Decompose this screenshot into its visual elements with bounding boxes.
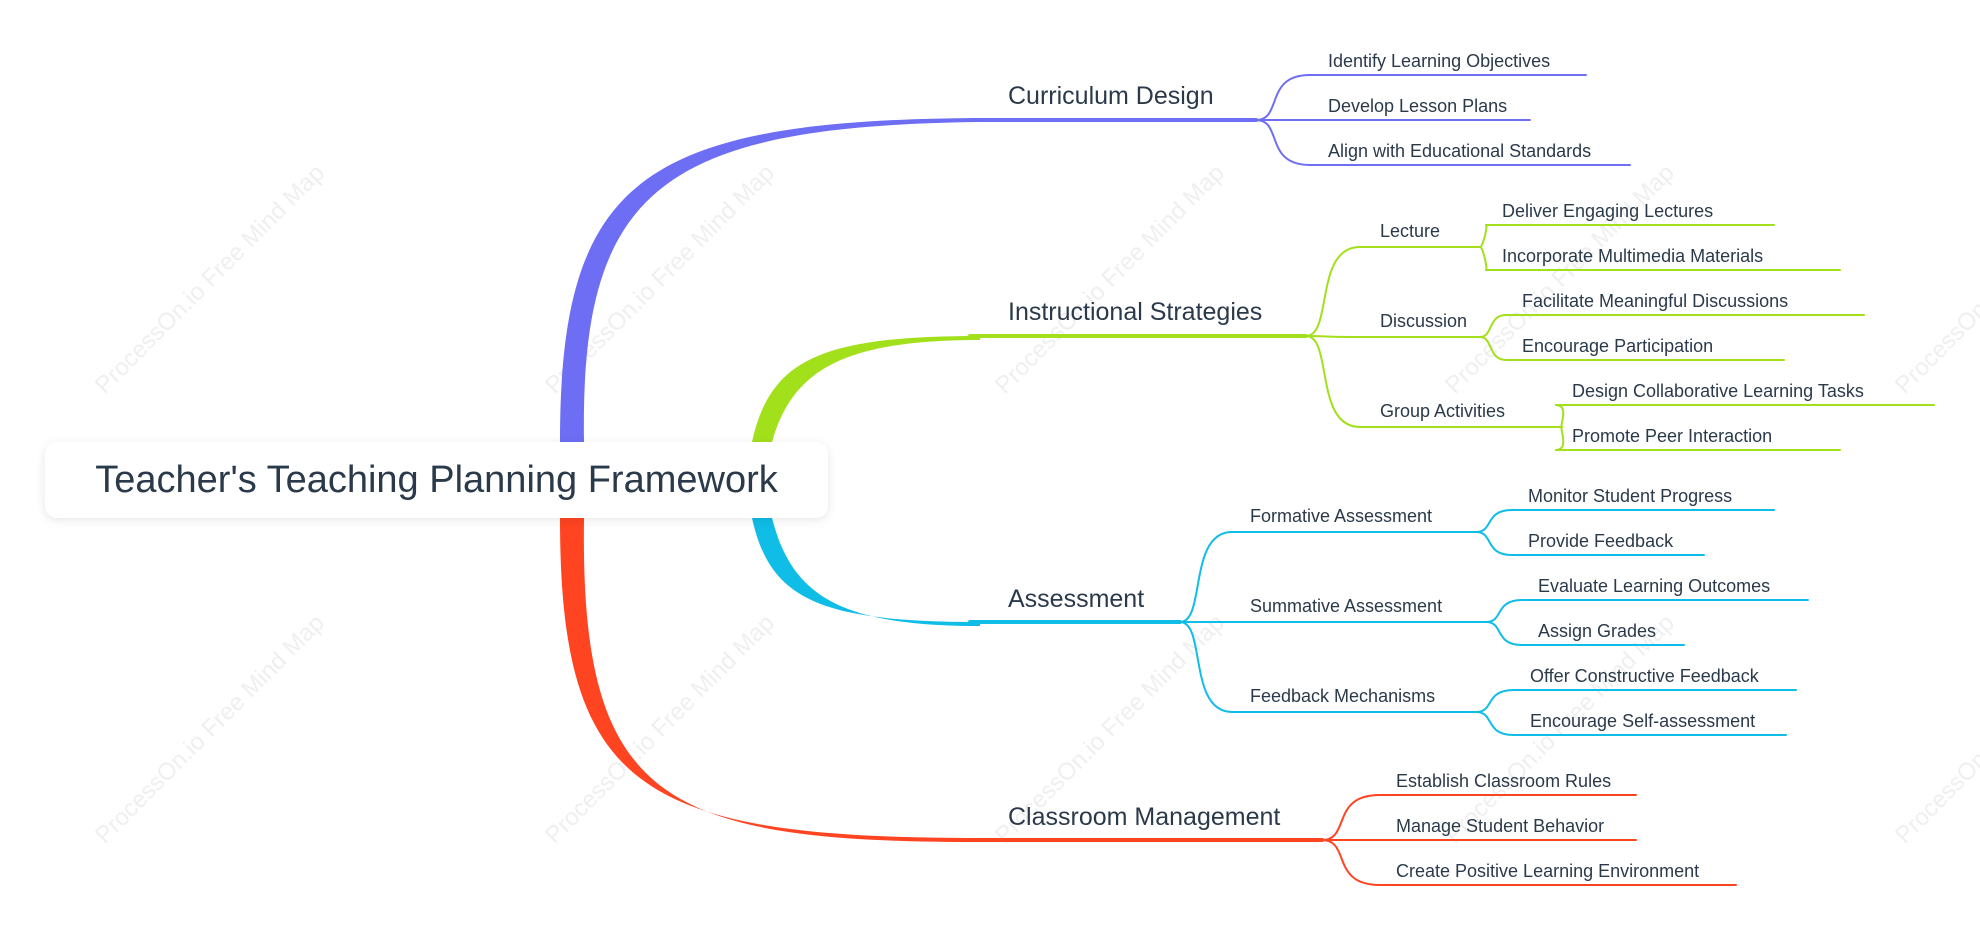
branch-topic[interactable]: Assessment	[1008, 585, 1144, 613]
leaf-connector	[1479, 336, 1507, 361]
leaf-topic[interactable]: Design Collaborative Learning Tasks	[1572, 381, 1864, 401]
leaf-connector	[1475, 531, 1513, 556]
subtopic[interactable]: Feedback Mechanisms	[1250, 686, 1435, 706]
branch-topic[interactable]: Curriculum Design	[1008, 82, 1214, 110]
leaf-connector	[1475, 711, 1515, 736]
leaf-topic[interactable]: Establish Classroom Rules	[1396, 771, 1611, 791]
leaf-connector	[1485, 599, 1523, 623]
leaf-topic[interactable]: Evaluate Learning Outcomes	[1538, 576, 1770, 596]
leaf-connector	[1321, 839, 1381, 886]
leaf-topic[interactable]: Develop Lesson Plans	[1328, 96, 1507, 116]
leaf-topic[interactable]: Encourage Participation	[1522, 336, 1713, 356]
root-topic[interactable]: Teacher's Teaching Planning Framework	[45, 442, 828, 518]
leaf-connector	[1475, 509, 1513, 533]
leaf-connector	[1479, 224, 1488, 248]
branch-connector-management	[560, 518, 980, 842]
subtopic[interactable]: Group Activities	[1380, 401, 1505, 421]
leaf-connector	[1485, 621, 1523, 646]
leaf-connector	[1555, 404, 1565, 428]
leaf-connector	[1479, 246, 1488, 271]
leaf-topic[interactable]: Create Positive Learning Environment	[1396, 861, 1699, 881]
subtopic[interactable]: Summative Assessment	[1250, 596, 1442, 616]
leaf-topic[interactable]: Deliver Engaging Lectures	[1502, 201, 1713, 221]
leaf-connector	[1255, 119, 1311, 166]
leaf-topic[interactable]: Assign Grades	[1538, 621, 1656, 641]
branch-connector-assessment	[752, 518, 980, 626]
branch-topic[interactable]: Instructional Strategies	[1008, 298, 1262, 326]
subtopic-connector	[1179, 621, 1233, 713]
leaf-topic[interactable]: Manage Student Behavior	[1396, 816, 1604, 836]
leaf-connector	[1321, 794, 1381, 841]
leaf-connector	[1555, 426, 1565, 451]
leaf-topic[interactable]: Facilitate Meaningful Discussions	[1522, 291, 1788, 311]
leaf-connector	[1479, 314, 1507, 338]
subtopic-connector	[1305, 335, 1361, 338]
root-topic-label: Teacher's Teaching Planning Framework	[95, 458, 778, 501]
leaf-topic[interactable]: Offer Constructive Feedback	[1530, 666, 1760, 686]
subtopic-connector	[1305, 246, 1361, 337]
branch-topic[interactable]: Classroom Management	[1008, 803, 1280, 831]
subtopic[interactable]: Formative Assessment	[1250, 506, 1432, 526]
leaf-topic[interactable]: Align with Educational Standards	[1328, 141, 1591, 161]
subtopic-connector	[1305, 335, 1361, 428]
subtopic[interactable]: Lecture	[1380, 221, 1440, 241]
leaf-topic[interactable]: Promote Peer Interaction	[1572, 426, 1772, 446]
subtopic-connector	[1179, 531, 1233, 623]
leaf-topic[interactable]: Incorporate Multimedia Materials	[1502, 246, 1763, 266]
leaf-topic[interactable]: Identify Learning Objectives	[1328, 51, 1550, 71]
leaf-topic[interactable]: Provide Feedback	[1528, 531, 1674, 551]
leaf-connector	[1255, 74, 1311, 121]
leaf-connector	[1475, 689, 1515, 713]
leaf-topic[interactable]: Encourage Self-assessment	[1530, 711, 1755, 731]
branch-connector-instruction	[752, 336, 980, 442]
subtopic[interactable]: Discussion	[1380, 311, 1467, 331]
branch-connector-curriculum	[560, 118, 980, 442]
leaf-topic[interactable]: Monitor Student Progress	[1528, 486, 1732, 506]
